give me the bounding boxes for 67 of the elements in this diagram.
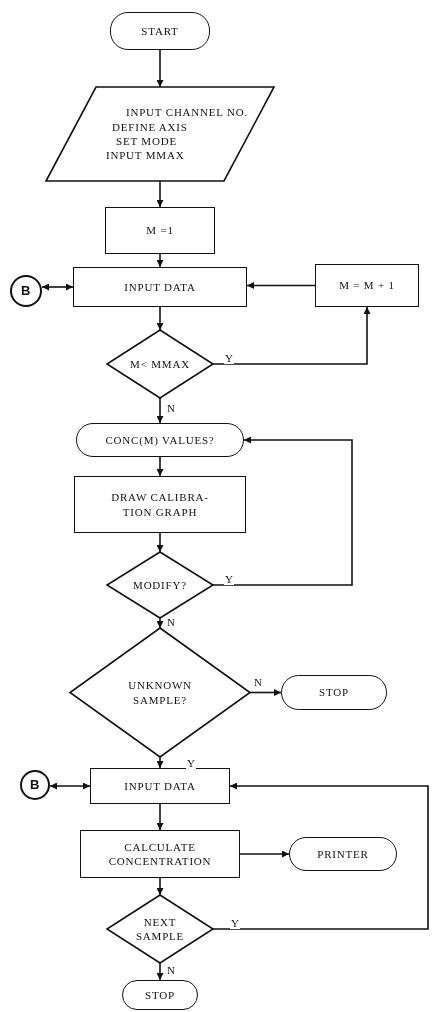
arrow bbox=[156, 306, 164, 331]
node-text: M =1 bbox=[146, 223, 174, 238]
node-text: NEXT SAMPLE bbox=[134, 914, 186, 944]
arrow bbox=[212, 306, 371, 365]
arrow bbox=[156, 877, 164, 896]
node-text: M = M + 1 bbox=[339, 278, 395, 293]
node-text: INPUT MMAX bbox=[106, 148, 185, 163]
process-box bbox=[105, 207, 215, 254]
arrow bbox=[156, 180, 164, 208]
edge-label: Y bbox=[224, 573, 234, 585]
node-text: INPUT DATA bbox=[124, 279, 196, 295]
node-text: DEFINE AXIS bbox=[112, 119, 188, 134]
edge-label: N bbox=[166, 402, 176, 414]
terminal-box bbox=[122, 980, 198, 1010]
terminal-box bbox=[289, 837, 397, 871]
connector-circle bbox=[20, 770, 50, 800]
node-text: B bbox=[29, 776, 41, 794]
node-text: PRINTER bbox=[317, 846, 369, 862]
node-text: INPUT DATA bbox=[124, 778, 196, 794]
arrow bbox=[156, 962, 164, 981]
arrow bbox=[156, 803, 164, 831]
arrow bbox=[156, 253, 164, 268]
arrow bbox=[156, 397, 164, 424]
terminal-box bbox=[110, 12, 210, 50]
node-text: CONC(M) VALUES? bbox=[105, 432, 215, 448]
decision-diamond bbox=[107, 330, 213, 398]
input-parallelogram bbox=[46, 87, 274, 181]
edge-label: Y bbox=[186, 757, 196, 769]
decision-diamond bbox=[70, 628, 250, 757]
node-text: UNKNOWN SAMPLE? bbox=[127, 678, 193, 707]
arrow bbox=[156, 456, 164, 477]
arrow bbox=[156, 49, 164, 88]
arrow bbox=[212, 782, 429, 930]
edge-label: Y bbox=[224, 352, 234, 364]
edge-label: N bbox=[166, 964, 176, 976]
connector-circle bbox=[10, 275, 42, 307]
node-text: B bbox=[20, 282, 32, 300]
node-text: STOP bbox=[319, 685, 349, 700]
process-box bbox=[90, 768, 230, 804]
node-text: DRAW CALIBRA- TION GRAPH bbox=[110, 490, 210, 519]
node-text: START bbox=[141, 23, 179, 39]
arrow bbox=[41, 283, 74, 291]
arrow bbox=[156, 532, 164, 553]
node-text: M< MMAX bbox=[130, 356, 190, 372]
edge-label: N bbox=[253, 676, 263, 688]
terminal-box bbox=[76, 423, 244, 457]
node-text: MODIFY? bbox=[133, 577, 187, 593]
arrow bbox=[49, 782, 91, 790]
arrow bbox=[156, 756, 164, 769]
terminal-box bbox=[281, 675, 387, 710]
node-text: STOP bbox=[145, 987, 175, 1003]
process-box bbox=[315, 264, 419, 307]
process-box bbox=[80, 830, 240, 878]
decision-diamond bbox=[107, 552, 213, 618]
arrow bbox=[212, 436, 353, 586]
arrow bbox=[239, 850, 290, 858]
edge-label: Y bbox=[230, 917, 240, 929]
arrow bbox=[156, 617, 164, 629]
node-text: SET MODE bbox=[116, 134, 177, 149]
node-text: INPUT CHANNEL NO. bbox=[126, 105, 249, 120]
node-text: CALCULATE CONCENTRATION bbox=[107, 839, 213, 869]
edge-label: N bbox=[166, 616, 176, 628]
process-box bbox=[74, 476, 246, 533]
process-box bbox=[73, 267, 247, 307]
arrow bbox=[249, 689, 282, 696]
arrow bbox=[246, 282, 316, 289]
decision-diamond bbox=[107, 895, 213, 963]
